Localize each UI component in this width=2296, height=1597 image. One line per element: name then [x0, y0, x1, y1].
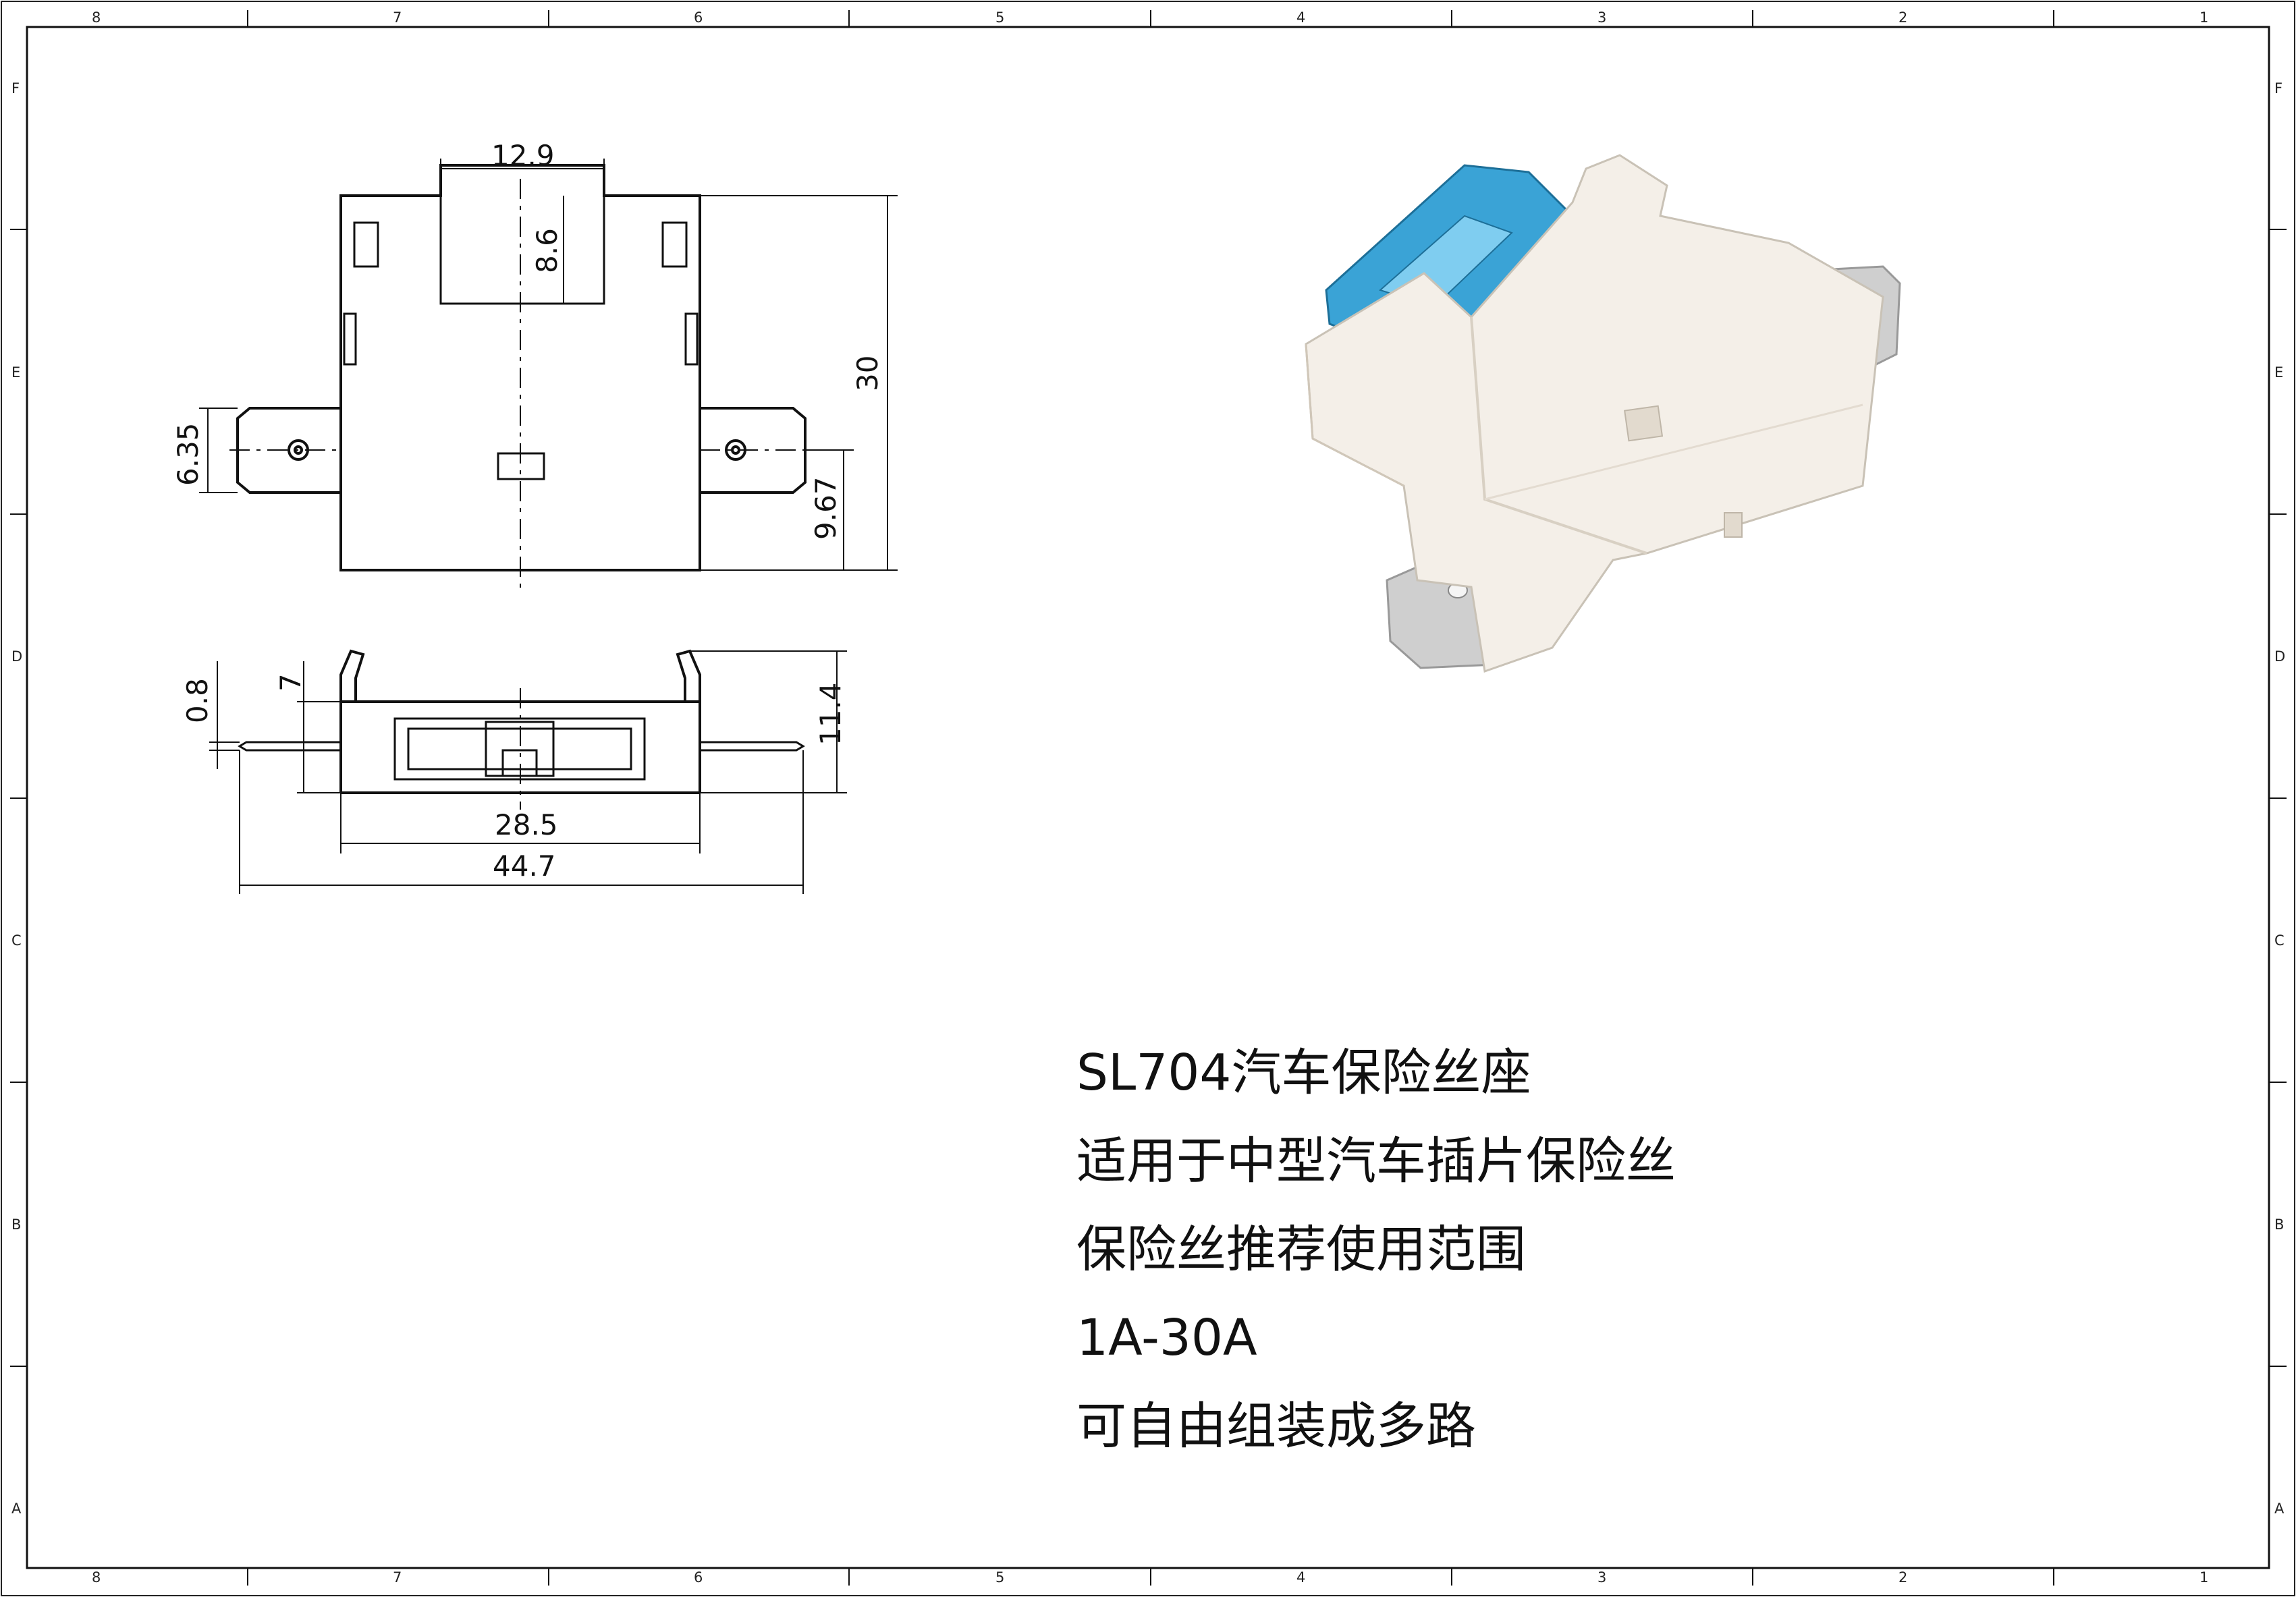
zone-bottom-6: 6 — [694, 1569, 703, 1586]
zone-bottom-2: 2 — [1898, 1569, 1907, 1586]
zone-left-D: D — [11, 648, 22, 665]
dim-0-8: 0.8 — [181, 678, 214, 723]
zone-right-B: B — [2274, 1216, 2284, 1233]
zone-right-C: C — [2274, 932, 2285, 949]
product-photo — [1305, 154, 1901, 673]
zone-top-1: 1 — [2199, 9, 2208, 26]
zone-left-E: E — [11, 364, 20, 381]
zone-right-A: A — [2274, 1501, 2285, 1517]
zone-top-2: 2 — [1898, 9, 1907, 26]
zone-left-C: C — [11, 932, 22, 949]
dim-30: 30 — [851, 356, 884, 391]
dim-12-9: 12.9 — [491, 139, 555, 172]
description-line-range-title: 保险丝推荐使用范围 — [1076, 1221, 1526, 1279]
zone-bottom-5: 5 — [995, 1569, 1004, 1586]
dim-9-67: 9.67 — [809, 476, 842, 540]
product-description: SL704汽车保险丝座 适用于中型汽车插片保险丝 保险丝推荐使用范围 1A-30… — [1076, 1029, 1676, 1471]
zone-top-7: 7 — [393, 9, 402, 26]
zone-right-D: D — [2274, 648, 2285, 665]
zone-top-5: 5 — [995, 9, 1004, 26]
description-line-application: 适用于中型汽车插片保险丝 — [1076, 1132, 1676, 1190]
zone-top-3: 3 — [1597, 9, 1606, 26]
zone-bottom-1: 1 — [2199, 1569, 2208, 1586]
dim-8-6: 8.6 — [530, 228, 564, 273]
zone-bottom-3: 3 — [1597, 1569, 1606, 1586]
zone-bottom-7: 7 — [393, 1569, 402, 1586]
zone-top-6: 6 — [694, 9, 703, 26]
zone-right-F: F — [2274, 80, 2283, 96]
dim-7: 7 — [274, 673, 307, 692]
description-line-assembly: 可自由组装成多路 — [1076, 1397, 1476, 1455]
dim-11-4: 11.4 — [814, 682, 847, 746]
zone-bottom-8: 8 — [92, 1569, 101, 1586]
zone-bottom-4: 4 — [1296, 1569, 1305, 1586]
zone-left-B: B — [11, 1216, 21, 1233]
dim-28-5: 28.5 — [495, 808, 558, 841]
zone-right-E: E — [2274, 364, 2283, 381]
dim-44-7: 44.7 — [493, 849, 556, 882]
zone-top-4: 4 — [1296, 9, 1305, 26]
zone-left-A: A — [11, 1501, 22, 1517]
dim-6-35: 6.35 — [171, 422, 204, 486]
zone-left-F: F — [11, 80, 20, 96]
description-line-range: 1A-30A — [1076, 1309, 1257, 1367]
zone-top-8: 8 — [92, 9, 101, 26]
zone-ticks — [10, 10, 2287, 1586]
zone-labels: 8 7 6 5 4 3 2 1 8 7 6 5 4 3 2 1 F E D C … — [11, 9, 2285, 1586]
description-line-model: SL704汽车保险丝座 — [1076, 1044, 1531, 1102]
side-view — [209, 649, 847, 894]
top-view — [199, 159, 898, 594]
